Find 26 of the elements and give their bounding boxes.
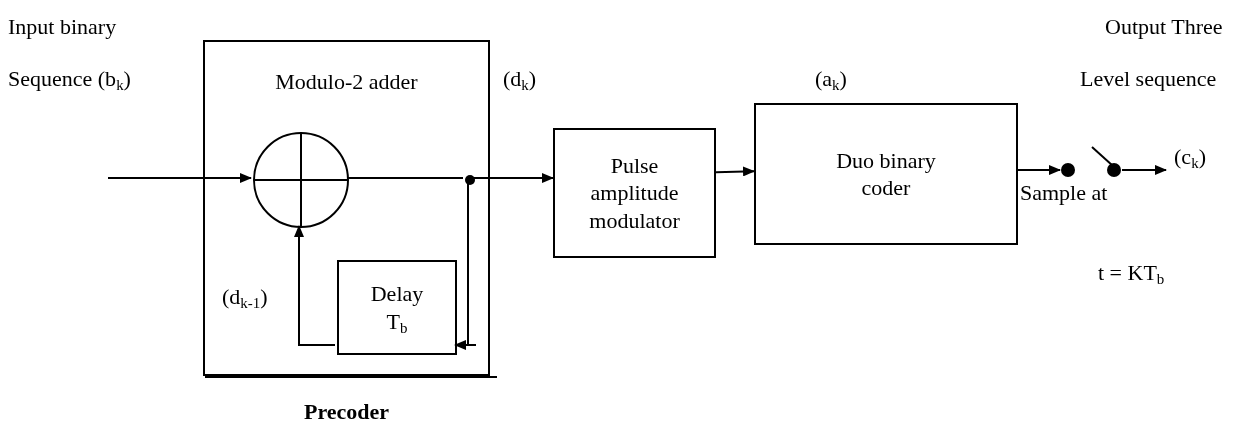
sampling-label: t = KT$_{b}$	[1098, 260, 1165, 286]
signal-label: Sequence (b$_{k}$)	[8, 66, 131, 92]
arrow	[294, 225, 336, 346]
block-box	[337, 260, 457, 355]
block-box	[754, 103, 1018, 245]
signal-label: Output Three	[1105, 14, 1223, 40]
block-label: Pulse amplitude modulator	[588, 151, 681, 235]
signal-label: (a$_{k}$)	[815, 66, 847, 92]
signal-label: (c$_{k}$)	[1174, 143, 1206, 171]
signal-label: Level sequence	[1080, 66, 1217, 92]
arrow	[715, 166, 755, 177]
signal-label: (d$_{k}$)	[503, 66, 537, 92]
arrow	[454, 182, 477, 350]
group-heading: Precoder	[302, 398, 391, 426]
signal-label: Input binary	[8, 14, 117, 40]
arrow	[472, 173, 554, 184]
sampling-label: Sample at	[1020, 180, 1108, 206]
block-label: Delay T$_{b}$	[369, 280, 425, 335]
block-label: Duo binary coder	[835, 146, 937, 202]
arrow	[1121, 164, 1167, 175]
arrow	[1017, 165, 1061, 175]
arrow	[107, 173, 252, 183]
signal-label: (d$_{k-1}$)	[222, 284, 268, 310]
block-box	[553, 128, 716, 258]
junction-dot	[465, 175, 475, 185]
block-title: Modulo-2 adder	[275, 68, 418, 96]
